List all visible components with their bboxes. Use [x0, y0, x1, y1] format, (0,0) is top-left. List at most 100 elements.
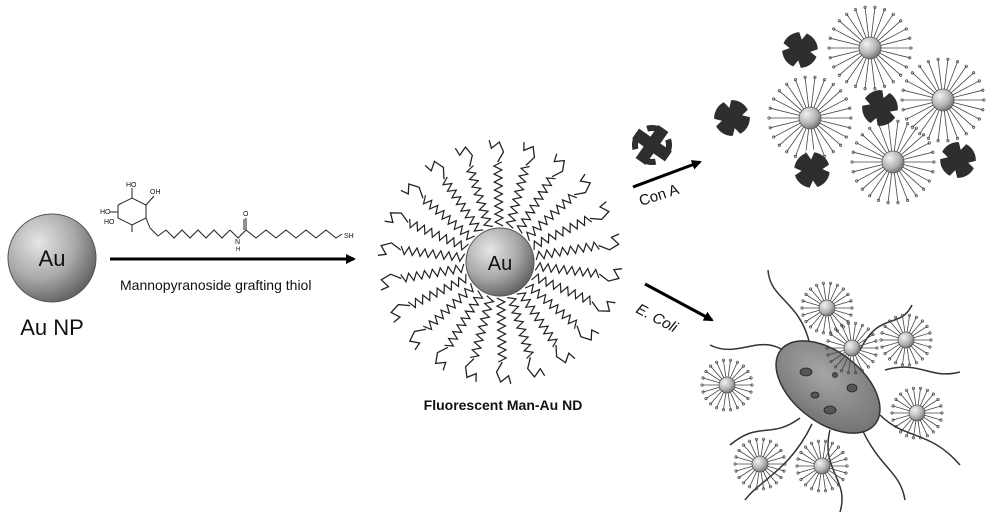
- ligand-strand: [946, 110, 958, 139]
- ligand-strand: [827, 283, 831, 301]
- ligand-strand: [906, 347, 910, 365]
- ligand-tip: [899, 392, 903, 396]
- ligand-tip: [905, 117, 909, 121]
- ligand-chain: [516, 292, 559, 348]
- ligand-chain: [535, 240, 600, 261]
- ligand-strand: [716, 362, 725, 378]
- ligand-strand: [846, 14, 865, 40]
- ligand-chain: [422, 195, 476, 241]
- ligand-chain: [505, 165, 530, 229]
- ligand-tip: [946, 139, 950, 143]
- ligand-chain: [407, 274, 467, 309]
- ligand-strand: [879, 28, 907, 44]
- ligand-tip: [964, 64, 968, 68]
- mannose-head: [523, 142, 536, 166]
- ligand-tip: [939, 418, 943, 422]
- ligand-strand: [729, 392, 738, 408]
- ligand-strand: [852, 323, 856, 341]
- ligand-strand: [852, 355, 856, 373]
- ligand-chain: [516, 177, 556, 234]
- ligand-strand: [738, 467, 754, 478]
- ligand-tip: [821, 281, 825, 285]
- con-a-binding-notch: [937, 149, 948, 160]
- ligand-tip: [772, 135, 776, 139]
- ligand-strand: [856, 353, 869, 368]
- ligand-strand: [822, 473, 826, 491]
- ligand-tip: [837, 73, 841, 77]
- ligand-chain: [409, 218, 469, 252]
- ligand-tip: [904, 65, 908, 69]
- con-a-binding-notch: [859, 96, 871, 107]
- ligand-tip: [905, 122, 910, 126]
- ligand-strand: [900, 393, 913, 408]
- mannose-head: [576, 325, 600, 341]
- ligand-tip: [746, 396, 750, 401]
- ligand-tip: [894, 424, 898, 429]
- ligand-tip: [809, 325, 813, 329]
- ligand-strand: [756, 471, 760, 489]
- ligand-tip: [914, 126, 918, 130]
- ligand-strand: [921, 393, 934, 408]
- ligand-strand: [733, 388, 749, 399]
- ligand-strand: [760, 439, 764, 457]
- ligand-strand: [873, 9, 885, 38]
- ligand-tip: [735, 360, 739, 364]
- ligand-tip: [927, 141, 931, 145]
- ligand-strand: [903, 89, 933, 98]
- ligand-tip: [782, 469, 786, 473]
- ligand-tip: [896, 201, 900, 205]
- ligand-chain: [525, 193, 578, 241]
- au-np-core-label: Au: [39, 246, 66, 271]
- e-coli-label: E. Coli: [633, 301, 681, 337]
- ligand-tip: [880, 331, 884, 335]
- ligand-tip: [909, 46, 913, 50]
- ligand-strand: [779, 124, 803, 146]
- small-nanodot-core: [858, 36, 882, 60]
- ligand-tip: [796, 471, 800, 475]
- ligand-strand: [937, 59, 943, 90]
- ligand-strand: [805, 311, 821, 322]
- ligand-strand: [856, 166, 884, 182]
- ligand-strand: [735, 456, 753, 463]
- ligand-tip: [801, 299, 805, 303]
- ligand-strand: [811, 473, 820, 489]
- ligand-tip: [901, 88, 905, 92]
- ligand-strand: [884, 326, 900, 337]
- ligand-tip: [911, 386, 915, 390]
- ligand-tip: [850, 306, 854, 310]
- ligand-tip: [737, 475, 741, 480]
- ligand-tip: [801, 313, 805, 317]
- ligand-strand: [903, 164, 933, 173]
- ligand-strand: [813, 79, 825, 108]
- ligand-tip: [925, 351, 929, 356]
- e-coli-arrow: [644, 282, 714, 322]
- ligand-tip: [863, 87, 867, 91]
- mannose-head: [598, 233, 620, 251]
- con-a-binding-notch: [968, 160, 979, 171]
- mannose-head: [384, 212, 409, 224]
- ligand-strand: [908, 317, 917, 333]
- ligand-tip: [928, 331, 932, 335]
- small-nanodot-core: [908, 404, 926, 422]
- mannopyranoside-thiol-structure: [110, 188, 343, 239]
- ligand-strand: [875, 14, 894, 40]
- ligand-strand: [900, 134, 924, 156]
- mannose-head: [488, 140, 505, 163]
- ligand-strand: [913, 341, 931, 348]
- mannose-head: [380, 273, 402, 291]
- ligand-tip: [804, 319, 808, 324]
- ligand-tip: [851, 170, 855, 174]
- small-nanodot: [800, 281, 854, 335]
- ligand-strand: [749, 471, 758, 487]
- ligand-tip: [905, 434, 909, 438]
- ligand-tip: [796, 457, 800, 461]
- ligand-strand: [913, 332, 931, 339]
- ligand-strand: [870, 7, 876, 38]
- ligand-tip: [700, 383, 704, 387]
- ligand-tip: [868, 194, 872, 198]
- ligand-strand: [816, 285, 825, 301]
- ligand-strand: [923, 416, 939, 427]
- ligand-tip: [883, 324, 887, 329]
- ligand-tip: [844, 135, 848, 139]
- con-a-body: [794, 152, 830, 188]
